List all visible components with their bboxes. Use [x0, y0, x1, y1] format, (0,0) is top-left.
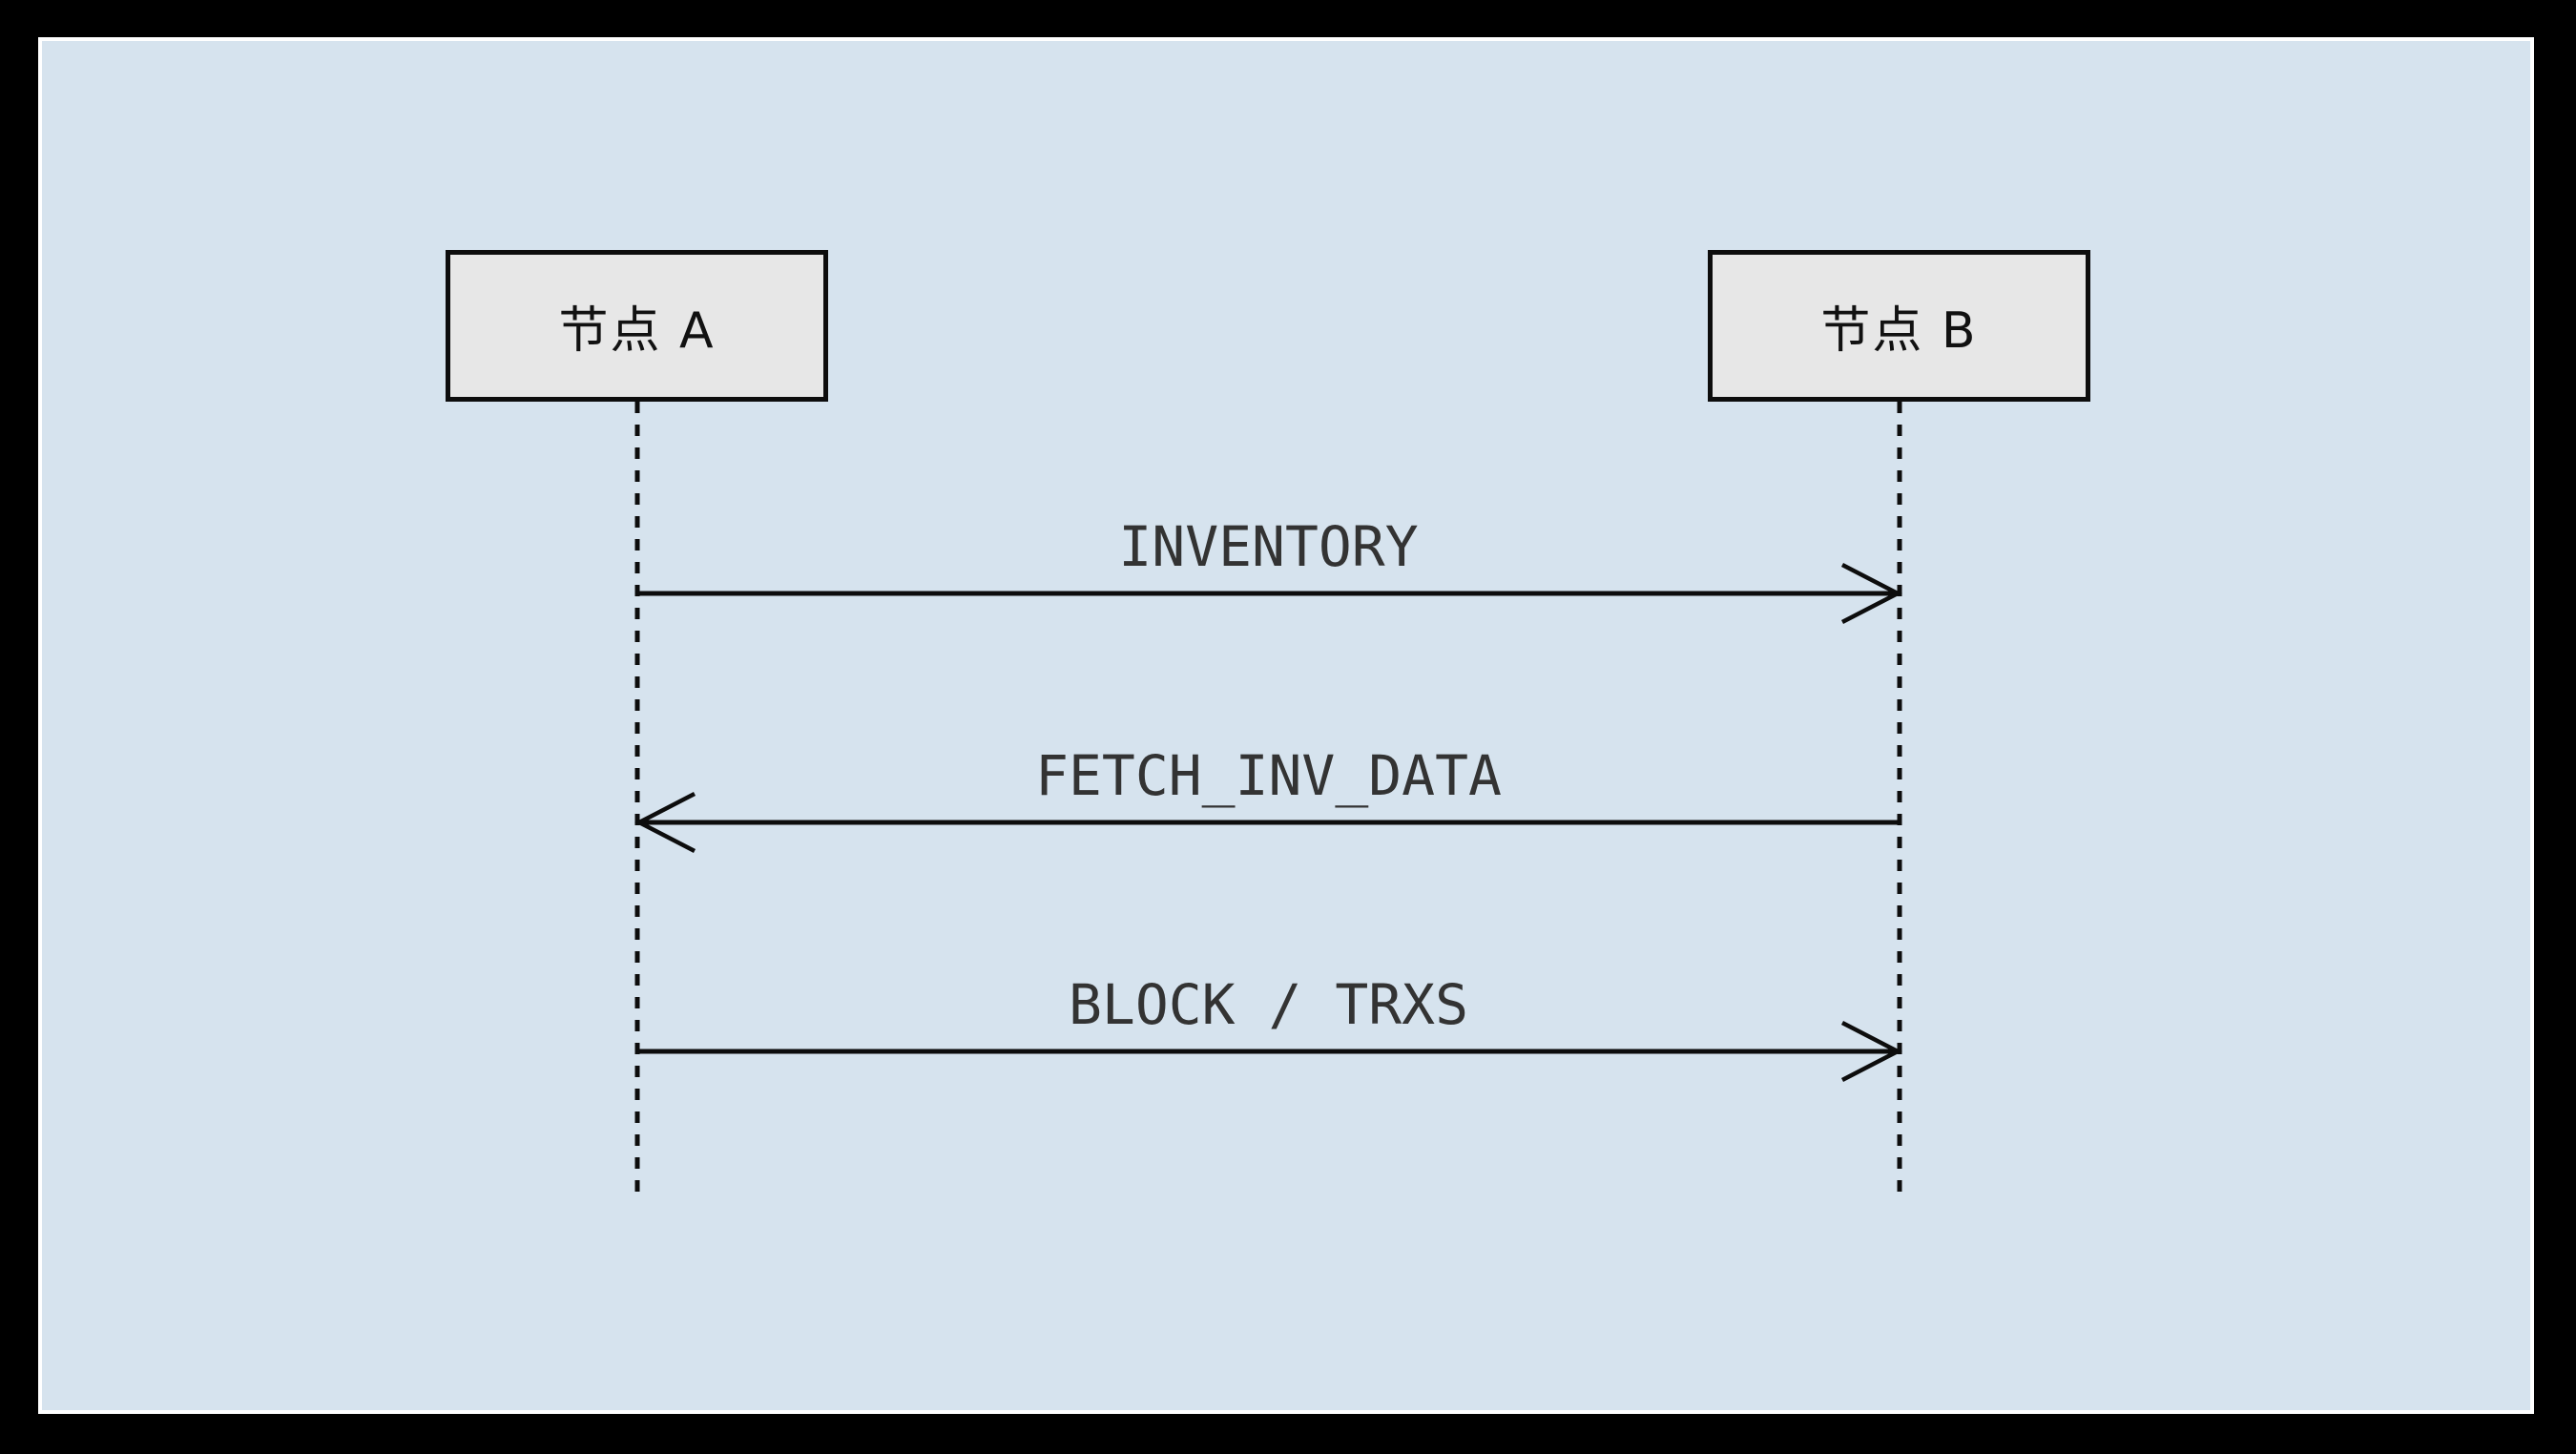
arrowhead-right-icon	[1840, 1021, 1902, 1082]
arrowhead-right-icon	[1840, 563, 1902, 624]
message-arrow-2	[634, 792, 1900, 853]
message-label-inventory: INVENTORY	[1118, 514, 1419, 579]
message-arrow-1	[637, 563, 1902, 624]
message-arrow-3	[637, 1021, 1902, 1082]
actor-label-node-b: 节点 B	[1820, 302, 1978, 360]
message-label-fetch-inv-data: FETCH_INV_DATA	[1035, 743, 1502, 808]
actor-label-node-a: 节点 A	[558, 302, 716, 360]
message-label-block-trxs: BLOCK / TRXS	[1068, 972, 1469, 1037]
arrowhead-left-icon	[634, 792, 696, 853]
actor-box-node-b: 节点 B	[1708, 250, 2090, 402]
actor-box-node-a: 节点 A	[446, 250, 828, 402]
